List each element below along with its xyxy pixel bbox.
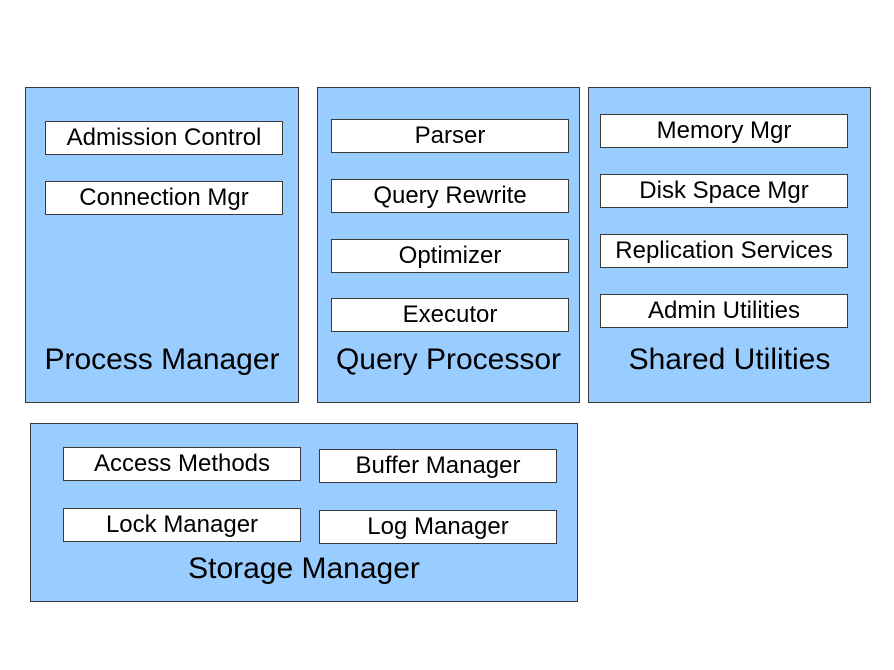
process-manager-panel: Admission Control Connection Mgr Process…: [25, 87, 299, 403]
memory-mgr-box: Memory Mgr: [600, 114, 848, 148]
storage-manager-title: Storage Manager: [188, 552, 420, 585]
lock-manager-box: Lock Manager: [63, 508, 301, 542]
admission-control-box: Admission Control: [45, 121, 283, 155]
optimizer-box: Optimizer: [331, 239, 569, 273]
replication-services-box: Replication Services: [600, 234, 848, 268]
query-processor-title: Query Processor: [335, 343, 562, 376]
query-rewrite-box: Query Rewrite: [331, 179, 569, 213]
shared-utilities-title: Shared Utilities: [628, 343, 831, 376]
access-methods-box: Access Methods: [63, 447, 301, 481]
query-processor-panel: Parser Query Rewrite Optimizer Executor …: [317, 87, 580, 403]
storage-manager-panel: Access Methods Buffer Manager Lock Manag…: [30, 423, 578, 602]
process-manager-title: Process Manager: [44, 343, 280, 376]
shared-utilities-panel: Memory Mgr Disk Space Mgr Replication Se…: [588, 87, 871, 403]
connection-mgr-box: Connection Mgr: [45, 181, 283, 215]
buffer-manager-box: Buffer Manager: [319, 449, 557, 483]
log-manager-box: Log Manager: [319, 510, 557, 544]
disk-space-mgr-box: Disk Space Mgr: [600, 174, 848, 208]
parser-box: Parser: [331, 119, 569, 153]
admin-utilities-box: Admin Utilities: [600, 294, 848, 328]
executor-box: Executor: [331, 298, 569, 332]
